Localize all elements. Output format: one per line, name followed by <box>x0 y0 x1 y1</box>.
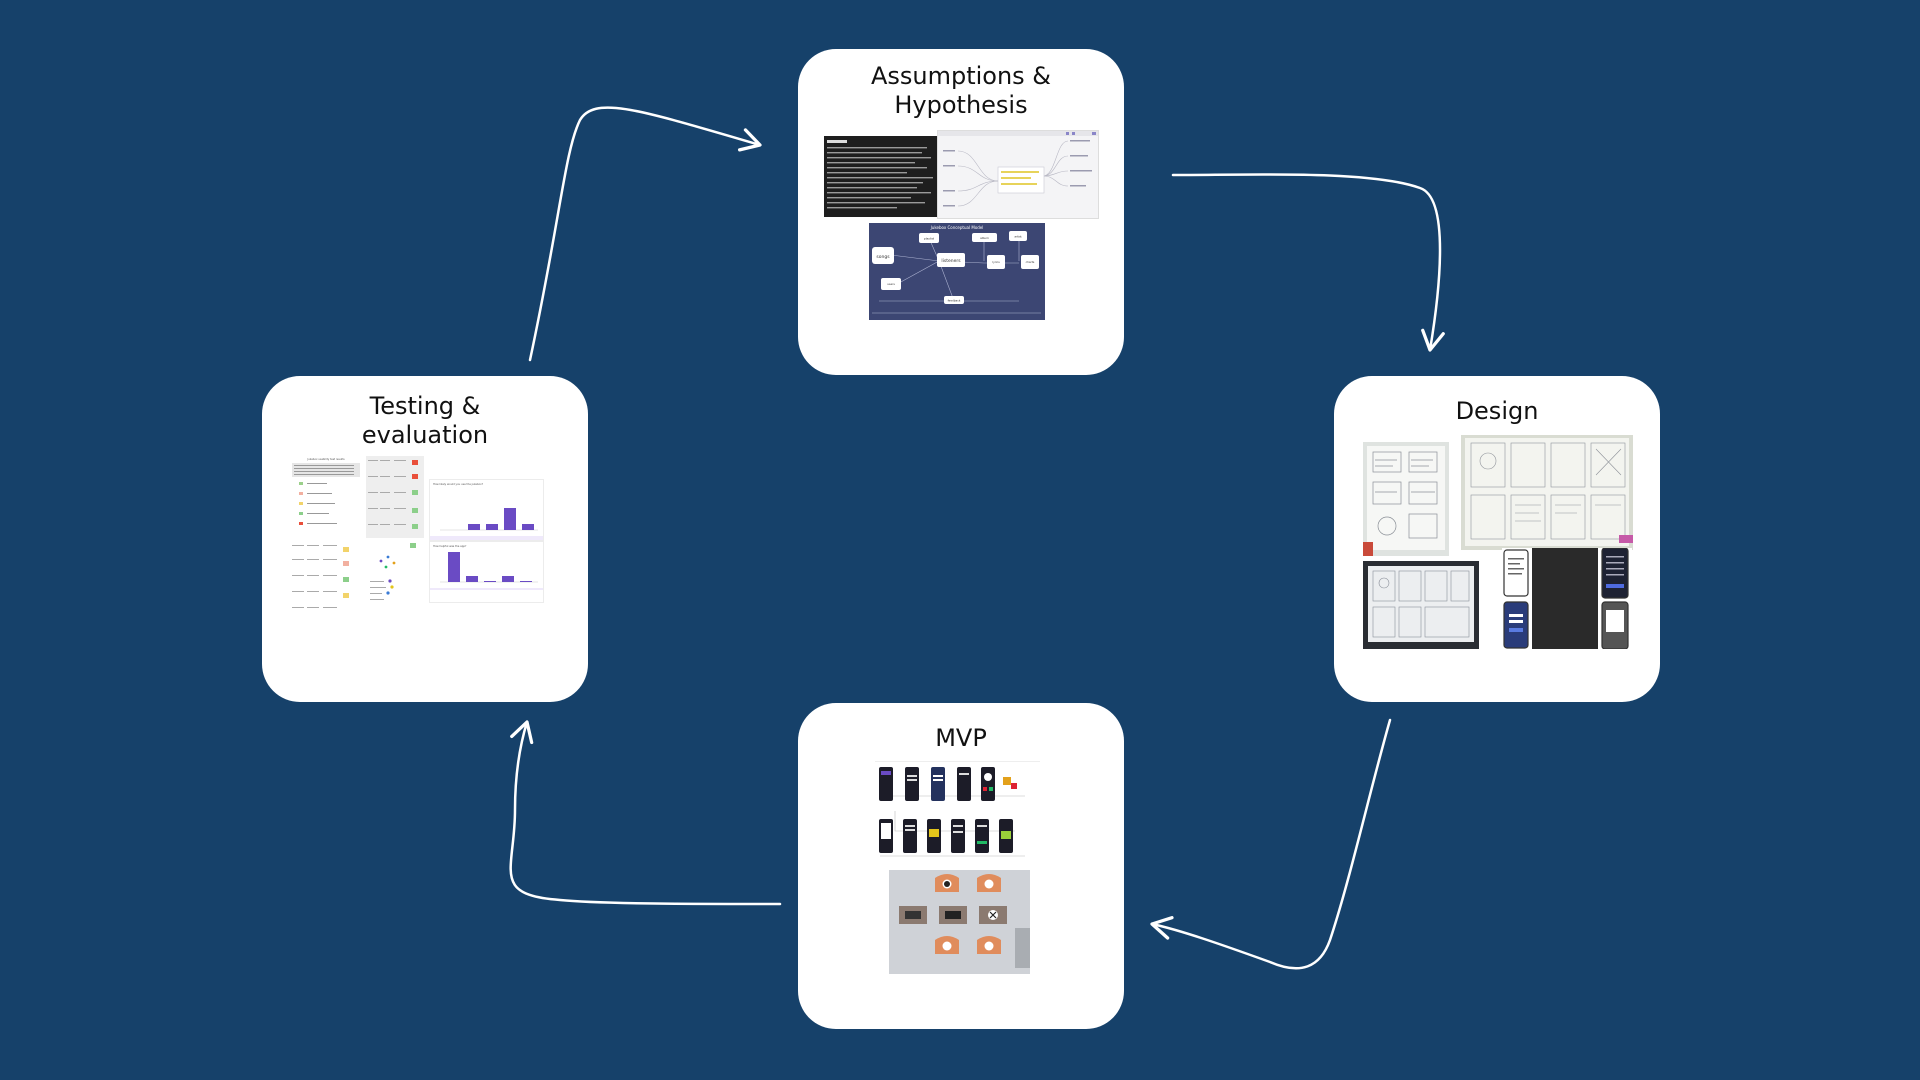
node-listeners: listeners <box>941 258 961 264</box>
thumb-scatter-plot <box>366 541 424 623</box>
card-mvp: MVP <box>798 703 1124 1029</box>
stage-title-assumptions: Assumptions & Hypothesis <box>870 62 1052 119</box>
thumb-notes-document <box>824 136 937 217</box>
thumb-sketch-paper-1 <box>1363 442 1449 556</box>
node-lyrics: lyrics <box>992 260 1000 264</box>
thumb-bar-chart-1: How likely would you use the jukebox? <box>429 479 544 541</box>
node-artist: artist <box>1014 235 1022 239</box>
node-songs: songs <box>876 255 890 260</box>
thumb-results-table-1 <box>366 456 424 538</box>
node-playlist: playlist <box>924 237 935 241</box>
node-charts: charts <box>1026 260 1035 264</box>
chart-title-1: How likely would you use the jukebox? <box>433 482 484 486</box>
thumb-sketch-paper-2 <box>1461 435 1633 550</box>
node-users: users <box>887 282 895 286</box>
stage-title-design: Design <box>1455 397 1539 425</box>
thumb-survey-results: Jukebox usability test results <box>289 456 364 534</box>
survey-title: Jukebox usability test results <box>306 457 345 461</box>
arrow-assumptions-to-design <box>1171 173 1445 352</box>
model-title: Jukebox Conceptual Model <box>930 225 984 230</box>
arrow-mvp-to-testing <box>509 720 782 906</box>
card-assumptions-hypothesis: Assumptions & Hypothesis <box>798 49 1124 375</box>
card-design: Design <box>1334 376 1660 702</box>
card-testing-evaluation: Testing & evaluation Jukebox usability t… <box>262 376 588 702</box>
chart-title-2: How helpful was the app? <box>433 544 467 548</box>
thumb-bar-chart-2: How helpful was the app? <box>429 541 544 603</box>
thumb-mind-map <box>937 130 1099 219</box>
thumb-conceptual-model: Jukebox Conceptual Model songs l <box>869 223 1045 320</box>
node-album: album <box>980 236 989 240</box>
arrow-testing-to-assumptions <box>528 106 762 362</box>
stage-title-mvp: MVP <box>935 724 987 752</box>
thumb-mvp-hardware-photos <box>889 870 1030 974</box>
node-feedback: feedback <box>948 299 961 303</box>
thumb-sketch-paper-3 <box>1363 561 1479 649</box>
stage-title-testing: Testing & evaluation <box>361 392 489 449</box>
arrow-design-to-mvp <box>1150 718 1392 970</box>
thumb-phone-mockups <box>1502 548 1632 649</box>
thumb-results-table-2 <box>289 541 364 623</box>
